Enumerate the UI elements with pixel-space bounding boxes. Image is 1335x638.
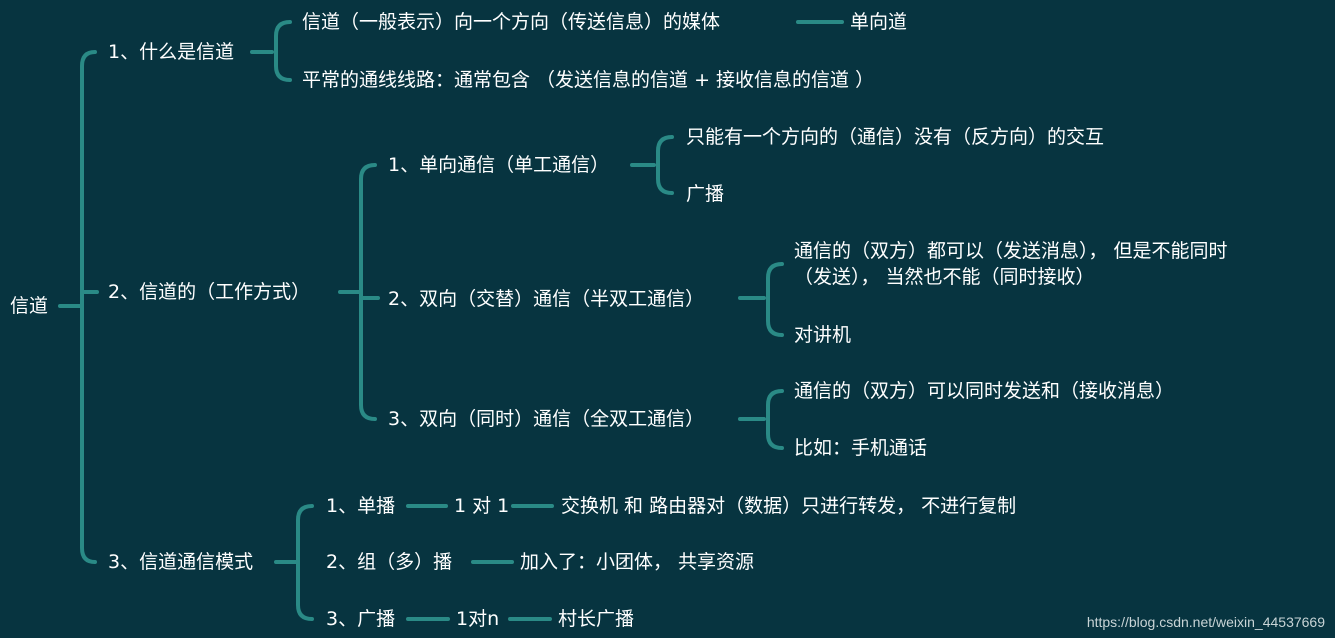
- node-m3-ratio: 1对n: [456, 608, 500, 630]
- connector-s3-bracket: [766, 389, 784, 450]
- node-m2-desc: 加入了：小团体， 共享资源: [520, 551, 755, 573]
- node-b1-c1-tail: 单向道: [850, 11, 908, 33]
- connector-s1-bracket: [656, 135, 674, 195]
- connector-b2-bracket: [359, 163, 377, 421]
- node-s2-d1: 通信的（双方）都可以（发送消息）， 但是不能同时（发送）， 当然也不能（同时接收…: [794, 240, 1228, 288]
- node-m3-desc: 村长广播: [558, 608, 635, 630]
- connector-b1-bracket: [274, 20, 292, 82]
- node-s3-d1: 通信的（双方）可以同时发送和（接收消息）: [794, 380, 1175, 402]
- node-m1-ratio: 1 对 1: [454, 495, 510, 517]
- node-s1: 1、单向通信（单工通信）: [388, 154, 610, 176]
- node-s3: 3、双向（同时）通信（全双工通信）: [388, 408, 705, 430]
- node-b1: 1、什么是信道: [108, 41, 235, 63]
- watermark: https://blog.csdn.net/weixin_44537669: [1086, 614, 1325, 630]
- node-s1-d2: 广播: [686, 183, 725, 205]
- node-b1-c1: 信道（一般表示）向一个方向（传送信息）的媒体: [302, 11, 721, 33]
- node-s1-d1: 只能有一个方向的（通信）没有（反方向）的交互: [686, 126, 1105, 148]
- node-root: 信道: [10, 295, 49, 317]
- node-m1: 1、单播: [326, 495, 396, 517]
- connector-root-bracket: [80, 50, 97, 564]
- node-b1-c2: 平常的通线线路：通常包含 （发送信息的信道 + 接收信息的信道 ）: [302, 69, 875, 91]
- node-s2: 2、双向（交替）通信（半双工通信）: [388, 288, 705, 310]
- node-m1-desc: 交换机 和 路由器对（数据）只进行转发， 不进行复制: [561, 495, 1017, 517]
- connector-s2-bracket: [766, 262, 784, 337]
- node-b3: 3、信道通信模式: [108, 551, 254, 573]
- connector-b3-bracket: [296, 504, 314, 621]
- node-s2-d2: 对讲机: [794, 324, 852, 346]
- node-m3: 3、广播: [326, 608, 396, 630]
- node-m2: 2、组（多）播: [326, 551, 453, 573]
- node-b2: 2、信道的（工作方式）: [108, 281, 311, 303]
- node-s3-d2: 比如：手机通话: [794, 437, 928, 459]
